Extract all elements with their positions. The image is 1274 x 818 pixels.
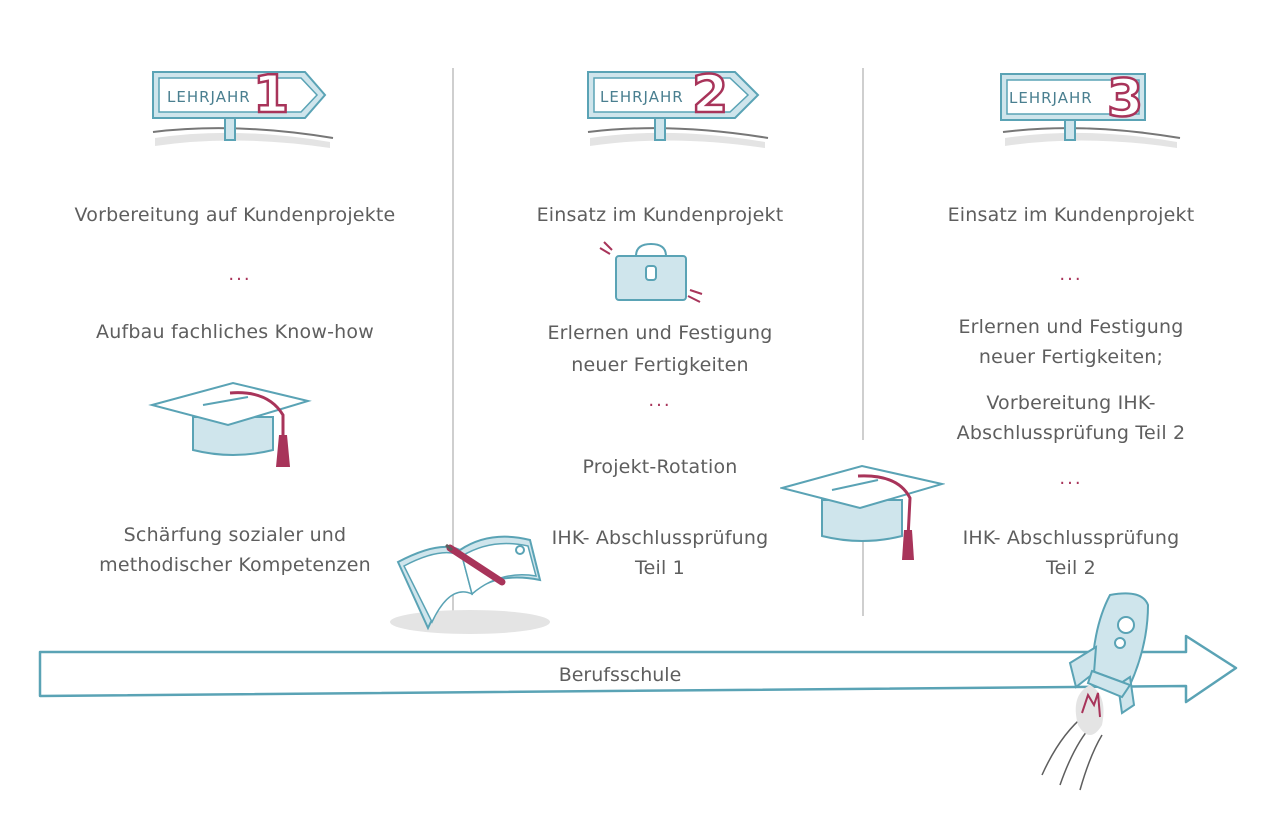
column-item: Abschlussprüfung Teil 2 bbox=[956, 422, 1186, 444]
timeline-arrow bbox=[38, 634, 1238, 704]
sign-label: LEHRJAHR bbox=[1009, 89, 1093, 107]
column-item: Aufbau fachliches Know-how bbox=[96, 321, 374, 343]
column-divider bbox=[862, 68, 864, 440]
column-item: Erlernen und Festigung bbox=[547, 322, 773, 344]
column-item: IHK- Abschlussprüfung bbox=[962, 527, 1180, 549]
signpost-icon: LEHRJAHR 1 bbox=[152, 64, 334, 148]
column-item: Projekt-Rotation bbox=[582, 456, 738, 478]
sign-number: 2 bbox=[692, 65, 728, 125]
column-item: Erlernen und Festigung bbox=[958, 316, 1184, 338]
ellipsis: ... bbox=[1059, 264, 1083, 285]
graduation-cap-icon bbox=[148, 381, 312, 467]
column-item: Vorbereitung IHK- bbox=[986, 392, 1156, 414]
briefcase-icon bbox=[599, 241, 703, 303]
signpost-icon: LEHRJAHR 3 bbox=[1000, 68, 1181, 148]
column-item: Einsatz im Kundenprojekt bbox=[947, 204, 1195, 226]
notebook-pen-icon bbox=[390, 535, 550, 634]
sign-label: LEHRJAHR bbox=[600, 88, 684, 106]
column-item: Vorbereitung auf Kundenprojekte bbox=[74, 204, 396, 226]
graduation-cap-icon bbox=[780, 464, 945, 560]
column-divider bbox=[452, 68, 454, 628]
column-divider bbox=[862, 530, 864, 616]
column-item: neuer Fertigkeiten bbox=[571, 354, 749, 376]
column-item: methodischer Kompetenzen bbox=[99, 554, 371, 576]
column-item: IHK- Abschlussprüfung bbox=[551, 527, 769, 549]
sign-number: 3 bbox=[1107, 69, 1143, 129]
column-item: Schärfung sozialer und bbox=[123, 524, 347, 546]
sign-label: LEHRJAHR bbox=[167, 88, 251, 106]
column-item: neuer Fertigkeiten; bbox=[978, 346, 1164, 368]
ellipsis: ... bbox=[648, 390, 672, 411]
column-item: Teil 1 bbox=[635, 557, 685, 579]
ellipsis: ... bbox=[228, 264, 252, 285]
timeline-label: Berufsschule bbox=[558, 664, 682, 686]
sign-number: 1 bbox=[253, 65, 289, 125]
signpost-icon: LEHRJAHR 2 bbox=[587, 64, 769, 148]
column-item: Teil 2 bbox=[1046, 557, 1096, 579]
ellipsis: ... bbox=[1059, 468, 1083, 489]
column-item: Einsatz im Kundenprojekt bbox=[536, 204, 784, 226]
rocket-icon bbox=[1041, 592, 1150, 791]
